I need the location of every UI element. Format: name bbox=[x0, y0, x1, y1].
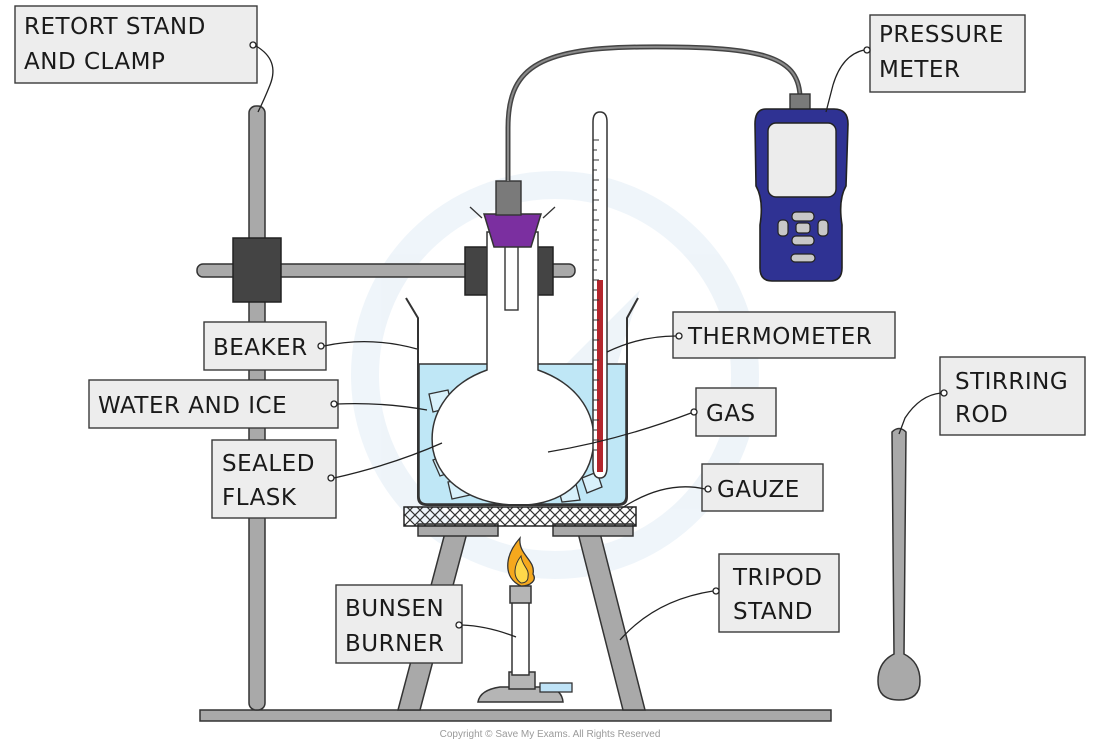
boss-head bbox=[232, 237, 282, 303]
svg-text:BEAKER: BEAKER bbox=[213, 335, 308, 361]
label-water-and-ice: WATER AND ICE bbox=[88, 379, 428, 429]
label-pressure-meter: PRESSURE METER bbox=[825, 14, 1026, 113]
meter-screen bbox=[767, 122, 837, 198]
label-retort-stand: RETORT STAND AND CLAMP bbox=[14, 5, 274, 113]
svg-text:STIRRING: STIRRING bbox=[955, 369, 1068, 395]
svg-text:THERMOMETER: THERMOMETER bbox=[687, 324, 872, 350]
svg-text:BUNSEN: BUNSEN bbox=[345, 596, 444, 622]
label-stirring-rod: STIRRING ROD bbox=[898, 356, 1086, 436]
stirring-rod bbox=[877, 427, 921, 701]
label-beaker: BEAKER bbox=[203, 321, 418, 371]
beaker bbox=[405, 297, 639, 506]
svg-text:PRESSURE: PRESSURE bbox=[879, 22, 1004, 48]
label-tripod-stand: TRIPOD STAND bbox=[619, 553, 840, 641]
bunsen-burner bbox=[477, 536, 573, 703]
svg-text:STAND: STAND bbox=[733, 599, 813, 625]
svg-text:GAUZE: GAUZE bbox=[717, 477, 800, 503]
connector bbox=[495, 180, 522, 216]
copyright-notice: Copyright © Save My Exams. All Rights Re… bbox=[440, 729, 661, 740]
svg-text:GAS: GAS bbox=[706, 401, 756, 427]
svg-text:RETORT STAND: RETORT STAND bbox=[24, 14, 206, 40]
svg-text:WATER AND ICE: WATER AND ICE bbox=[98, 393, 287, 419]
base-plate bbox=[199, 709, 832, 722]
label-gauze: GAUZE bbox=[621, 463, 824, 512]
pressure-meter bbox=[754, 93, 849, 282]
label-bunsen-burner: BUNSEN BURNER bbox=[335, 584, 517, 664]
thermometer bbox=[592, 111, 608, 479]
gauze bbox=[403, 506, 637, 527]
label-sealed-flask: SEALED FLASK bbox=[211, 439, 443, 519]
svg-text:FLASK: FLASK bbox=[222, 485, 297, 511]
svg-text:SEALED: SEALED bbox=[222, 451, 315, 477]
label-gas: GAS bbox=[547, 387, 777, 453]
label-thermometer: THERMOMETER bbox=[606, 311, 896, 359]
svg-text:BURNER: BURNER bbox=[345, 631, 444, 657]
svg-text:TRIPOD: TRIPOD bbox=[732, 565, 823, 591]
meter-buttons bbox=[777, 211, 829, 263]
delivery-tube bbox=[504, 239, 519, 311]
svg-text:METER: METER bbox=[879, 57, 960, 83]
svg-text:ROD: ROD bbox=[955, 402, 1008, 428]
stopper bbox=[482, 213, 543, 248]
svg-text:AND CLAMP: AND CLAMP bbox=[24, 49, 165, 75]
clamp-jaw-left bbox=[464, 246, 489, 296]
